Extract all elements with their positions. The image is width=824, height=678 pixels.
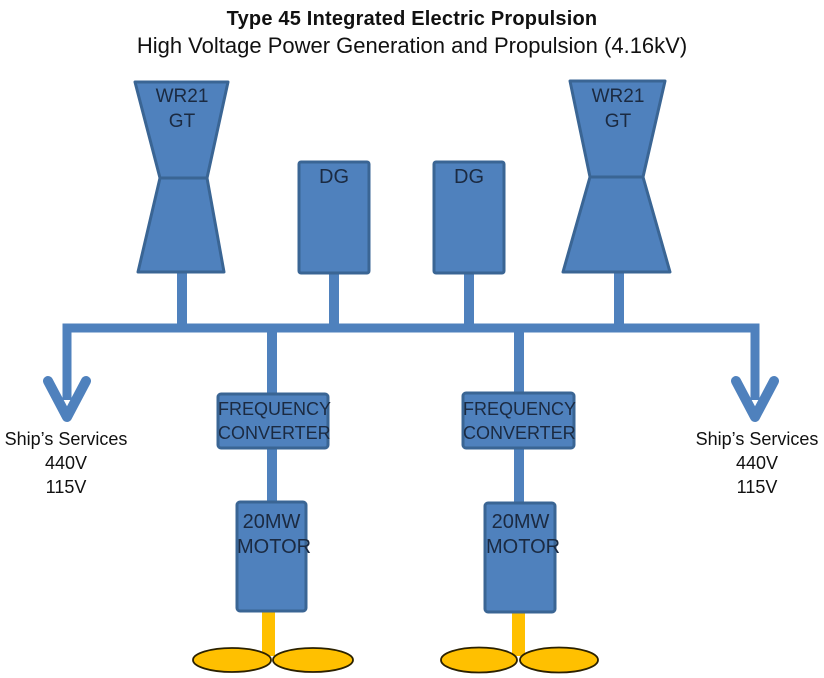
gas-turbine-starboard-shape [561,79,672,274]
ships-services-arrowhead-starboard [731,376,779,422]
diagram-title: Type 45 Integrated Electric Propulsion [226,8,598,30]
gas-turbine-port-shape [133,80,230,274]
propeller-blades-starboard [440,646,599,674]
diesel-generator-port-shape [297,160,371,275]
motor-starboard-shape [483,501,557,614]
ships-services-arrowhead-port [43,376,91,422]
diagram-header: Type 45 Integrated Electric Propulsion H… [0,6,824,60]
hv-bus-bar [62,323,760,400]
propeller-shaft-starboard [512,608,525,656]
frequency-converter-port-shape [216,392,330,450]
diagram-subtitle: High Voltage Power Generation and Propul… [136,33,688,58]
frequency-converter-starboard-shape [461,391,576,450]
propeller-shaft-port [262,606,275,656]
propeller-blades-port [192,647,354,673]
motor-port-shape [235,500,308,613]
diesel-generator-starboard-shape [432,160,506,275]
